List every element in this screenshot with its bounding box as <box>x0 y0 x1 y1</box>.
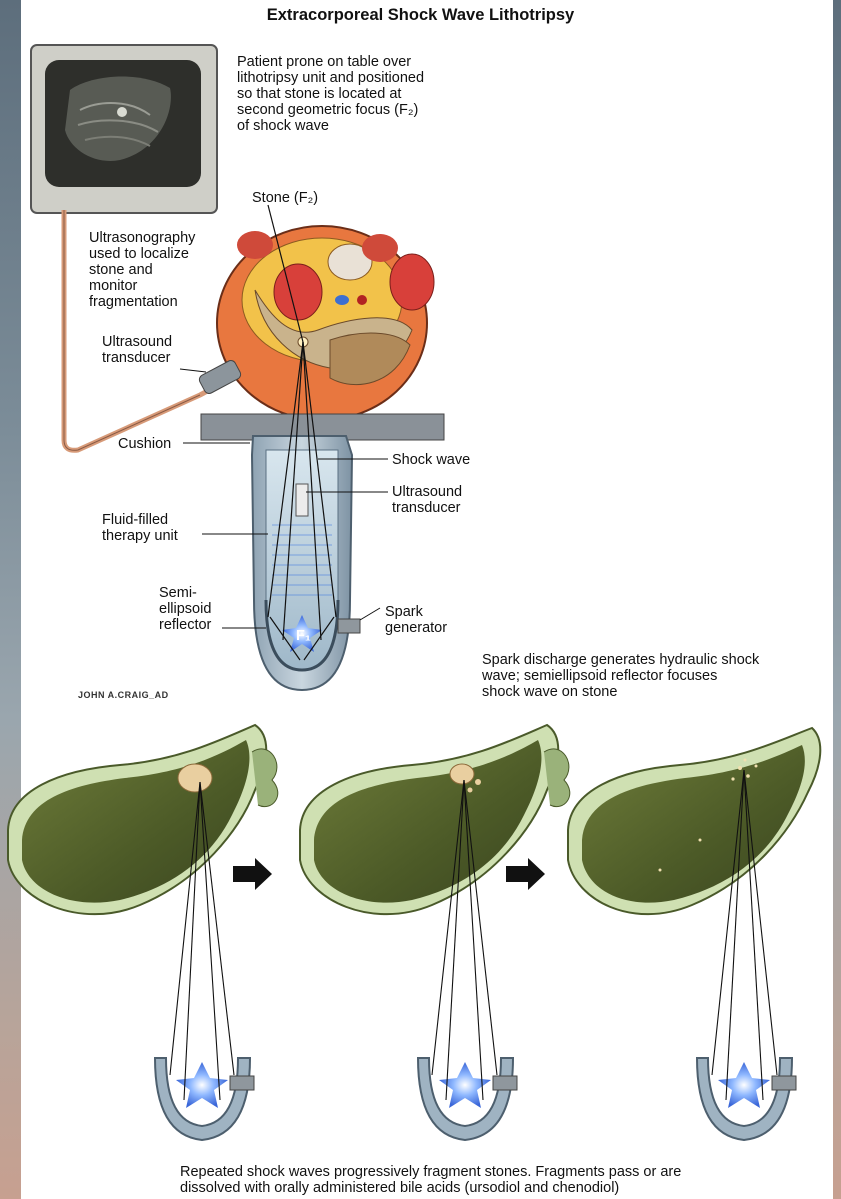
reflector-3 <box>697 1058 796 1140</box>
label-fluid-filled-unit: Fluid-filled therapy unit <box>102 512 178 544</box>
gallbladder-1 <box>8 725 278 914</box>
label-f1: F₁ <box>296 628 311 644</box>
label-patient-prone: Patient prone on table over lithotripsy … <box>237 54 424 134</box>
ultrasound-monitor <box>31 45 217 213</box>
label-ultrasound-transducer-left: Ultrasound transducer <box>102 334 172 366</box>
label-spark-discharge: Spark discharge generates hydraulic shoc… <box>482 652 759 700</box>
gallbladder-3 <box>568 728 820 914</box>
page-title: Extracorporeal Shock Wave Lithotripsy <box>0 6 841 25</box>
label-reflector: Semi- ellipsoid reflector <box>159 585 211 633</box>
label-shock-wave: Shock wave <box>392 452 470 468</box>
label-cushion: Cushion <box>118 436 171 452</box>
label-repeated-shock-waves: Repeated shock waves progressively fragm… <box>180 1164 681 1196</box>
ultrasound-transducer-probe <box>198 359 243 395</box>
artist-signature: JOHN A.CRAIG_AD <box>78 690 169 700</box>
label-ultrasound-transducer-right: Ultrasound transducer <box>392 484 462 516</box>
progress-arrow-2 <box>506 858 545 890</box>
reflector-1 <box>155 1058 254 1140</box>
progress-arrow-1 <box>233 858 272 890</box>
therapy-unit <box>252 436 360 690</box>
label-ultrasonography: Ultrasonography used to localize stone a… <box>89 230 195 310</box>
label-spark-generator: Spark generator <box>385 604 447 636</box>
label-stone: Stone (F₂) <box>252 190 318 206</box>
body-cross-section <box>217 226 434 420</box>
